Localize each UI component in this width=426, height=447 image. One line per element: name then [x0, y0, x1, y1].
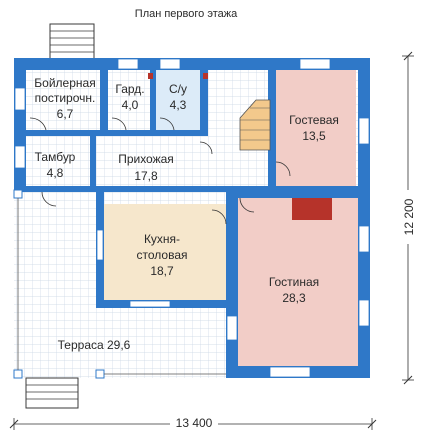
room-wardrobe-name: Гард. — [115, 82, 144, 96]
chimney-duct — [203, 73, 208, 79]
terrace-floor — [14, 192, 96, 378]
room-living-area: 28,3 — [282, 291, 306, 305]
room-bathroom-area: 4,3 — [170, 98, 187, 112]
room-wardrobe-fill — [110, 70, 152, 130]
dimension-height-label: 12 200 — [402, 198, 416, 235]
room-guest-name: Гостевая — [289, 113, 339, 127]
room-bathroom-name: С/у — [169, 82, 187, 96]
room-boiler-fill — [30, 70, 100, 130]
door-swings — [29, 117, 291, 225]
interior-stairs — [239, 99, 271, 151]
entrance-stairs-top — [49, 23, 95, 61]
room-boiler-name2: постирочн. — [35, 91, 96, 105]
room-wardrobe-area: 4,0 — [122, 98, 139, 112]
room-hall-name: Прихожая — [118, 152, 174, 166]
room-boiler-name1: Бойлерная — [34, 76, 95, 90]
dimension-width-label: 13 400 — [176, 416, 213, 430]
terrace-label: Терраса 29,6 — [58, 338, 131, 352]
room-hall-area: 17,8 — [134, 169, 158, 183]
room-living-fill — [236, 198, 358, 368]
room-kitchen-name2: столовая — [137, 248, 188, 262]
room-guest-fill — [276, 70, 356, 188]
room-kitchen-fill — [98, 204, 226, 304]
room-living-name: Гостиная — [269, 275, 319, 289]
plan-title: План первого этажа — [135, 8, 238, 20]
vent-duct — [148, 73, 153, 79]
room-guest-area: 13,5 — [302, 129, 326, 143]
windows — [14, 58, 370, 378]
room-kitchen-area: 18,7 — [150, 264, 174, 278]
room-bathroom-fill — [156, 70, 200, 130]
room-kitchen-name1: Кухня- — [144, 232, 180, 246]
fireplace — [292, 198, 332, 220]
entrance-stairs-bottom — [25, 377, 79, 409]
dimension-height: 12 200 — [400, 51, 416, 385]
room-vestibule-name: Тамбур — [35, 150, 76, 164]
room-boiler-area: 6,7 — [57, 107, 74, 121]
room-vestibule-area: 4,8 — [47, 166, 64, 180]
dimension-width: 13 400 — [9, 416, 377, 430]
